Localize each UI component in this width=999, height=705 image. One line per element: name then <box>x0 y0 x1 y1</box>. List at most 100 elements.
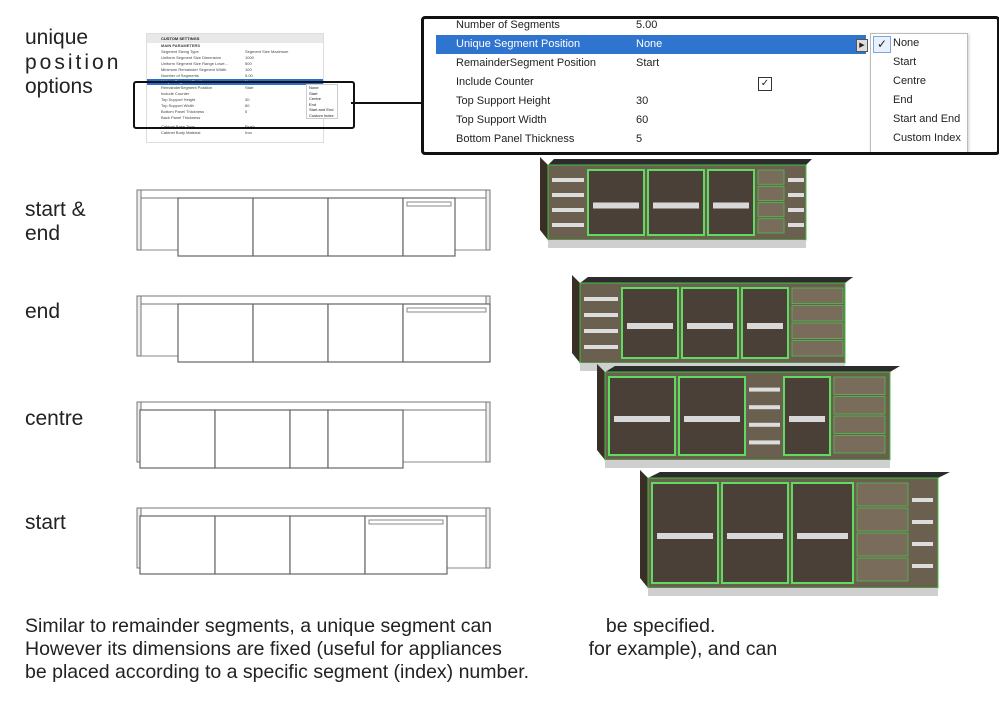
setting-row[interactable]: Include Counter <box>436 73 866 92</box>
elevation-segment <box>177 197 254 257</box>
setting-value: Start <box>636 57 660 69</box>
elevation-top <box>136 295 491 305</box>
heading-line-3: options <box>25 75 93 98</box>
check-icon: ✓ <box>873 36 891 53</box>
elevation-segment <box>252 197 329 257</box>
drawer <box>757 202 785 218</box>
dropdown-arrow-button[interactable]: ▶ <box>856 39 868 52</box>
dropdown-option[interactable]: Start <box>893 56 917 68</box>
dropdown-option[interactable]: End <box>893 94 913 106</box>
cabinet-side <box>540 157 548 240</box>
thumbnail-row: Include Counter <box>161 91 190 96</box>
open-shelf <box>912 564 933 568</box>
dropdown-option[interactable]: Start and End <box>893 113 961 125</box>
elevation-segment <box>139 515 216 575</box>
cabinet-top <box>605 366 900 372</box>
elevation-side <box>136 295 142 357</box>
shelf <box>789 416 825 422</box>
open-shelf <box>788 208 804 212</box>
drawer <box>833 396 886 415</box>
setting-name: RemainderSegment Position <box>456 57 597 69</box>
setting-value: None <box>636 38 663 50</box>
elevation-side <box>136 189 142 251</box>
open-shelf <box>749 405 780 410</box>
thumbnail-row: Back Panel Thickness <box>161 115 201 120</box>
elevation-side <box>485 507 491 569</box>
heading-line-2: position <box>25 51 122 74</box>
elevation-label: centre <box>25 407 84 430</box>
thumbnail-option: Start and End <box>309 107 334 112</box>
setting-name: Number of Segments <box>456 19 560 31</box>
drawer <box>791 322 844 339</box>
setting-row[interactable]: Number of Segments 5.00 <box>436 19 866 35</box>
open-shelf <box>749 387 780 392</box>
setting-row[interactable]: RemainderSegment Position Start <box>436 54 866 73</box>
drawer <box>757 185 785 201</box>
open-shelf <box>552 178 584 182</box>
elevation-segment <box>327 303 404 363</box>
open-shelf <box>749 440 780 445</box>
setting-value: 5 <box>636 133 643 145</box>
unique-segment-rail <box>406 201 452 207</box>
thumbnail-option: Start <box>309 90 318 96</box>
shelf <box>593 202 639 209</box>
open-shelf <box>749 422 780 427</box>
unique-segment-rail <box>368 519 444 525</box>
drawer <box>833 376 886 395</box>
shelf <box>657 533 713 539</box>
elevation-side <box>485 401 491 463</box>
open-shelf <box>552 208 584 212</box>
cabinet-side <box>640 470 648 588</box>
drawer <box>833 415 886 434</box>
caption-line-2: However its dimensions are fixed (useful… <box>25 638 778 660</box>
drawer <box>856 507 909 532</box>
setting-value: 30 <box>636 95 649 107</box>
caption-line-1: Similar to remainder segments, a unique … <box>25 615 716 637</box>
shelf <box>614 416 670 422</box>
elevation-label: start & end <box>25 198 86 245</box>
open-shelf <box>912 520 933 524</box>
cabinet-plinth <box>648 588 938 596</box>
elevation-segment <box>252 303 329 363</box>
elevation-top <box>136 507 491 517</box>
open-shelf <box>584 329 618 333</box>
thumbnail-option: End <box>309 101 317 107</box>
open-shelf <box>788 178 804 182</box>
thumbnail-option: None <box>309 85 319 90</box>
caption-line-3: be placed according to a specific segmen… <box>25 661 530 683</box>
shelf <box>747 323 783 329</box>
elevation-segment <box>289 409 329 469</box>
open-shelf <box>552 223 584 227</box>
open-shelf <box>788 193 804 197</box>
thumbnail-option: Centre <box>309 96 322 101</box>
include-counter-checkbox[interactable]: ✓ <box>758 77 772 91</box>
open-shelf <box>788 223 804 227</box>
cabinet-side <box>597 364 605 460</box>
setting-value: 5.00 <box>636 19 658 31</box>
elevation-segment <box>289 515 366 575</box>
elevation-segment <box>214 409 291 469</box>
dropdown-option[interactable]: Custom Index <box>893 132 961 144</box>
thumbnail-option: Custom Index <box>309 112 334 118</box>
cabinet-top <box>548 159 812 165</box>
dropdown-option[interactable]: None <box>893 37 920 49</box>
custom-settings-header: CUSTOM SETTINGS <box>147 34 323 43</box>
cabinet-plinth <box>605 460 890 468</box>
callout-connector <box>351 102 423 104</box>
cabinet-top <box>580 277 853 283</box>
dropdown-option[interactable]: Centre <box>893 75 927 87</box>
elevation-segment <box>327 409 404 469</box>
